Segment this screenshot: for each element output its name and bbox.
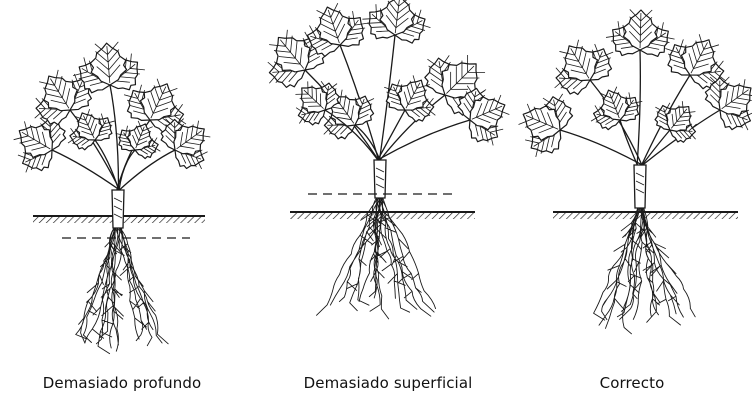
soil-surface-hatch [553,212,738,219]
caption-too-deep: Demasiado profundo [43,374,202,392]
petiole [119,150,135,190]
panel-too-deep [11,41,213,353]
crown [112,190,124,228]
soil-surface-hatch [290,212,475,219]
root-system [76,228,169,354]
caption-too-shallow: Demasiado superficial [304,374,473,392]
panel-too-shallow [264,0,511,319]
root-system [594,208,696,334]
petiole [378,120,470,160]
crown [634,165,646,208]
caption-correct: Correcto [600,374,665,392]
panel-correct [516,9,752,333]
crown [374,160,386,198]
petiole [355,125,380,160]
